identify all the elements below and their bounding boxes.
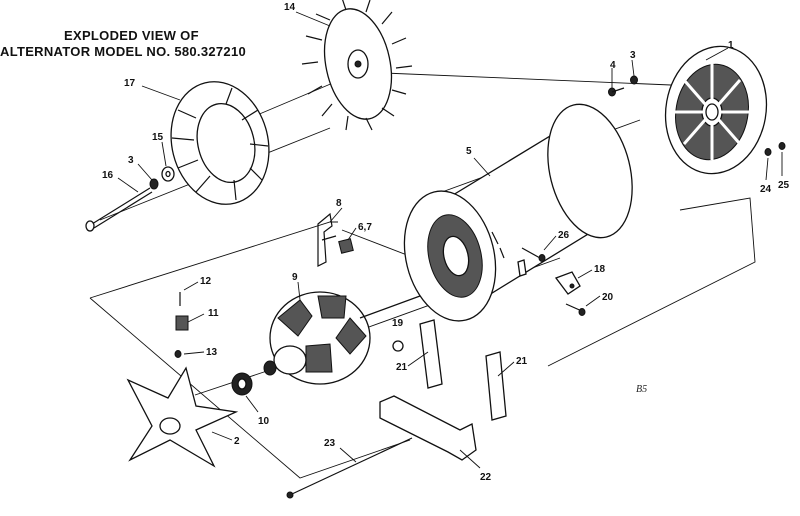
capacitor-part-11 bbox=[175, 315, 189, 331]
callout-20: 20 bbox=[602, 292, 614, 303]
callout-19: 19 bbox=[392, 318, 404, 329]
base-bracket-part-22 bbox=[379, 395, 477, 461]
bracket-part-18 bbox=[554, 271, 581, 295]
callout-18: 18 bbox=[594, 264, 606, 275]
callout-16: 16 bbox=[102, 170, 114, 181]
lockwasher-part-3-left bbox=[149, 178, 159, 190]
callout-15: 15 bbox=[152, 132, 164, 143]
washer-part-24 bbox=[764, 148, 772, 156]
callout-1: 1 bbox=[728, 40, 734, 51]
diagram-title-line-2: ALTERNATOR MODEL NO. 580.327210 bbox=[0, 44, 247, 59]
callout-13: 13 bbox=[206, 347, 218, 358]
stator-housing-part-5 bbox=[403, 103, 633, 322]
callout-9: 9 bbox=[292, 272, 298, 283]
washer-part-15 bbox=[161, 166, 175, 182]
callout-25: 25 bbox=[778, 180, 790, 191]
front-bracket-part-2 bbox=[126, 366, 239, 468]
end-bell-part-1 bbox=[664, 45, 768, 175]
callout-10: 10 bbox=[258, 416, 270, 427]
callout-leaders bbox=[117, 11, 783, 469]
callout-3-left: 3 bbox=[128, 155, 134, 166]
screw-part-26 bbox=[521, 247, 546, 262]
drawing-code: B5 bbox=[636, 384, 647, 395]
nut-part-13 bbox=[174, 350, 182, 358]
callout-6-7: 6,7 bbox=[358, 222, 372, 233]
through-bolt-part-16 bbox=[85, 187, 153, 232]
callout-4: 4 bbox=[610, 60, 616, 71]
lockwasher-part-3-right bbox=[630, 75, 638, 85]
callout-21-left: 21 bbox=[396, 362, 408, 373]
callout-3-right: 3 bbox=[630, 50, 636, 61]
callout-8: 8 bbox=[336, 198, 342, 209]
clip-part-26b bbox=[517, 259, 527, 277]
strap-part-21-right bbox=[485, 351, 507, 421]
callout-26: 26 bbox=[558, 230, 570, 241]
callout-11: 11 bbox=[208, 308, 219, 319]
callout-2: 2 bbox=[234, 436, 240, 447]
callout-21-right: 21 bbox=[516, 356, 528, 367]
washer-part-19 bbox=[392, 340, 404, 352]
fan-part-14 bbox=[301, 0, 413, 131]
callout-24: 24 bbox=[760, 184, 772, 195]
screw-part-25 bbox=[778, 142, 786, 150]
rotor-part-9 bbox=[263, 291, 421, 385]
rod-part-23 bbox=[286, 437, 413, 499]
callout-12: 12 bbox=[200, 276, 212, 287]
brush-part-6-7 bbox=[338, 238, 354, 254]
bearing-part-10 bbox=[231, 372, 253, 396]
callout-14: 14 bbox=[284, 2, 296, 13]
callout-5: 5 bbox=[466, 146, 472, 157]
baffle-ring-part-17 bbox=[170, 81, 270, 205]
callout-17: 17 bbox=[124, 78, 136, 89]
callout-labels: 1 2 3 3 4 5 6,7 8 9 10 11 12 13 14 15 16… bbox=[102, 2, 790, 483]
callout-23: 23 bbox=[324, 438, 336, 449]
screw-part-4 bbox=[608, 87, 625, 97]
strap-part-21-left bbox=[419, 319, 443, 389]
callout-22: 22 bbox=[480, 472, 492, 483]
brush-holder-part-8 bbox=[317, 212, 337, 267]
diagram-title-line-1: EXPLODED VIEW OF bbox=[64, 28, 199, 43]
screw-part-20 bbox=[565, 303, 586, 316]
